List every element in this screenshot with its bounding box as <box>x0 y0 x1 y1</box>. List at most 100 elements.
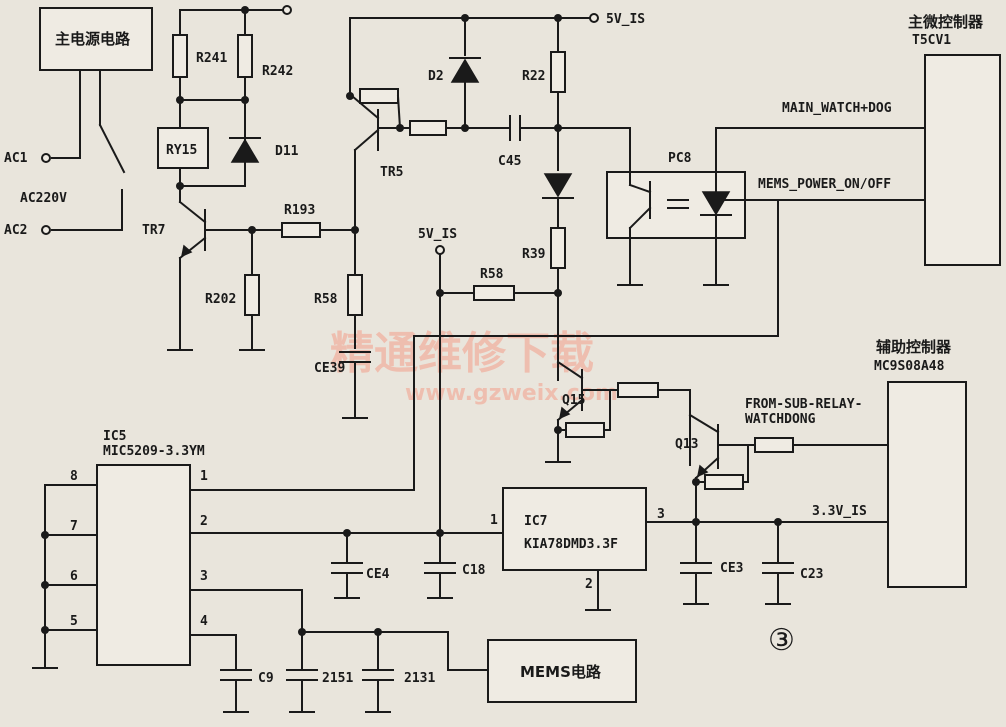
tr7-arrow-icon <box>180 244 193 258</box>
pc8-phototransistor <box>628 183 652 194</box>
q13-label: Q13 <box>675 437 698 452</box>
ic5-pin5: 5 <box>70 614 78 629</box>
q13-collector <box>688 413 720 434</box>
q15-label: Q15 <box>562 393 585 408</box>
r202-label: R202 <box>205 292 236 307</box>
junction <box>41 531 49 539</box>
main-power-label: 主电源电路 <box>55 30 131 48</box>
ac2-terminal <box>41 225 51 235</box>
ac1-label: AC1 <box>4 151 28 166</box>
ic5-name: IC5 <box>103 429 126 444</box>
junction <box>41 581 49 589</box>
junction <box>436 529 444 537</box>
tr5-emitter <box>350 94 380 120</box>
ic5-block <box>96 464 191 666</box>
mems-block <box>487 639 637 703</box>
ic5-pin1: 1 <box>200 469 208 484</box>
series-resistor <box>409 120 447 136</box>
main-mcu-title: 主微控制器 <box>908 13 984 31</box>
ry15-relay <box>157 127 209 169</box>
main-power-block <box>39 7 153 71</box>
ic7-pin2: 2 <box>585 577 593 592</box>
5v-mid-label: 5V_IS <box>418 227 457 242</box>
ce39-label: CE39 <box>314 361 345 376</box>
mems-power-label: MEMS_POWER_ON/OFF <box>758 177 891 192</box>
d11-label: D11 <box>275 144 299 159</box>
junction <box>241 96 249 104</box>
ic7-part: KIA78DMD3.3F <box>524 537 618 552</box>
d2-diode <box>450 58 480 83</box>
junction <box>41 626 49 634</box>
ic5-pin8: 8 <box>70 469 78 484</box>
junction <box>346 92 354 100</box>
ac2-label: AC2 <box>4 223 27 238</box>
junction <box>461 14 469 22</box>
c2131-label: 2131 <box>404 671 435 686</box>
tr7-collector <box>178 200 207 224</box>
5v-top-label: 5V_IS <box>606 12 645 27</box>
5v-top-terminal <box>589 13 599 23</box>
figure-number: ③ <box>768 623 795 658</box>
ic5-pin6: 6 <box>70 569 78 584</box>
junction <box>176 182 184 190</box>
supply-terminal <box>282 5 292 15</box>
from-sub-label-1: FROM-SUB-RELAY- <box>745 397 862 412</box>
r193-resistor <box>281 222 321 238</box>
5v-mid-terminal <box>435 245 445 255</box>
q15-input-resistor <box>617 382 659 398</box>
r39-label: R39 <box>522 247 545 262</box>
junction <box>176 96 184 104</box>
3v3-label: 3.3V_IS <box>812 504 867 519</box>
tr5-label: TR5 <box>380 165 403 180</box>
r241-resistor <box>172 34 188 78</box>
pc8-optocoupler <box>606 171 746 239</box>
aux-mcu-block <box>887 381 967 588</box>
wire <box>396 94 402 130</box>
r22-resistor <box>550 51 566 93</box>
r58a-resistor <box>347 274 363 316</box>
ic5-pin7: 7 <box>70 519 78 534</box>
c18-label: C18 <box>462 563 486 578</box>
from-sub-label-2: WATCHDONG <box>745 412 816 427</box>
q13-bias-resistor <box>704 474 744 490</box>
ce3-label: CE3 <box>720 561 743 576</box>
pc8-phototransistor <box>628 206 652 230</box>
r58a-label: R58 <box>314 292 338 307</box>
ic7-name: IC7 <box>524 514 547 529</box>
r242-label: R242 <box>262 64 293 79</box>
ic5-pin2: 2 <box>200 514 208 529</box>
q13-base-resistor <box>754 437 794 453</box>
ac220-label: AC220V <box>20 191 67 206</box>
ic7-block <box>502 487 647 571</box>
r193-label: R193 <box>284 203 315 218</box>
ic7-pin3: 3 <box>657 507 665 522</box>
q13-arrow-icon <box>696 464 709 478</box>
r242-resistor <box>237 34 253 78</box>
c9-label: C9 <box>258 671 274 686</box>
ic5-pin3: 3 <box>200 569 208 584</box>
series-diode <box>543 173 573 198</box>
r202-resistor <box>244 274 260 316</box>
ic5-pin4: 4 <box>200 614 208 629</box>
aux-mcu-part: MC9S08A48 <box>874 359 945 374</box>
r58b-label: R58 <box>480 267 504 282</box>
r58b-resistor <box>473 285 515 301</box>
q15-base-resistor <box>565 422 605 438</box>
q15-collector <box>556 360 584 380</box>
mems-label: MEMS电路 <box>520 663 602 681</box>
watermark-url: www.gzweix.com <box>405 381 618 406</box>
c23-label: C23 <box>800 567 823 582</box>
ac1-terminal <box>41 153 51 163</box>
relay-switch-contact <box>98 123 126 174</box>
q15-arrow-icon <box>558 406 571 420</box>
main-watch-label: MAIN_WATCH+DOG <box>782 101 892 116</box>
main-mcu-block <box>924 54 1001 266</box>
ce4-label: CE4 <box>366 567 390 582</box>
c45-label: C45 <box>498 154 521 169</box>
pc8-label: PC8 <box>668 151 692 166</box>
r22-label: R22 <box>522 69 545 84</box>
tr5-collector <box>353 128 380 152</box>
c2151-label: 2151 <box>322 671 353 686</box>
ry15-label: RY15 <box>166 143 197 158</box>
